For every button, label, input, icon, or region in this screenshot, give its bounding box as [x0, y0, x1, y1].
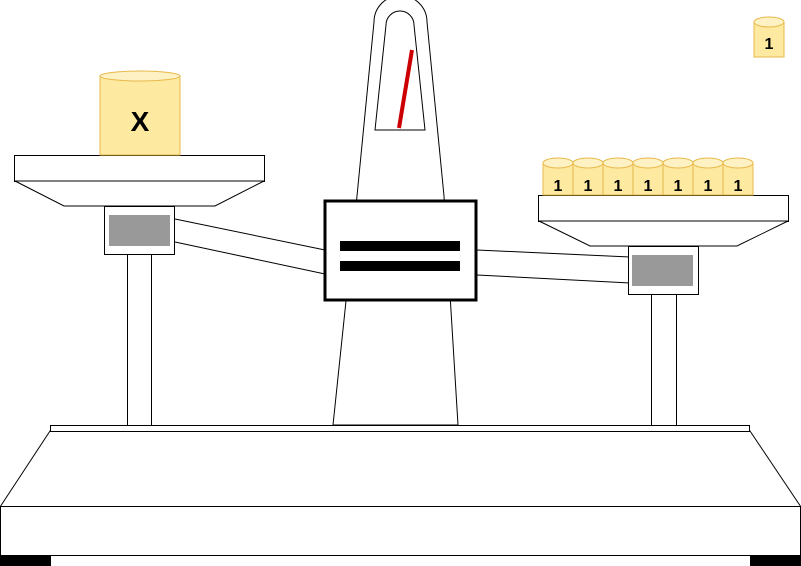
beam-right-upper	[476, 249, 631, 258]
left-pan-slot	[109, 215, 170, 246]
unit-weight-top	[602, 157, 634, 169]
unit-weights-group: 1 1 1 1 1 1 1	[542, 157, 754, 196]
beam-left-lower	[174, 241, 326, 275]
left-post	[127, 254, 152, 426]
unit-weight[interactable]: 1	[722, 157, 754, 196]
left-pan-assembly	[14, 155, 265, 255]
unit-weight-top	[722, 157, 754, 169]
unit-weight[interactable]: 1	[542, 157, 574, 196]
unit-weight-label: 1	[734, 178, 743, 195]
base-top-strip	[50, 425, 750, 432]
beam-right-lower	[476, 274, 631, 284]
base-body	[0, 506, 801, 556]
unknown-weight-x[interactable]: X	[99, 70, 181, 156]
unit-weight-label: 1	[554, 178, 563, 195]
unit-weight-top	[662, 157, 694, 169]
unit-weight-top	[542, 157, 574, 169]
unit-weight-label: 1	[704, 178, 713, 195]
unit-weight[interactable]: 1	[692, 157, 724, 196]
spare-weight-top	[753, 16, 785, 28]
unknown-weight-label: X	[131, 106, 150, 137]
unit-weight-top	[692, 157, 724, 169]
unit-weight-label: 1	[614, 178, 623, 195]
spare-weight-label: 1	[765, 36, 774, 53]
unit-weight[interactable]: 1	[572, 157, 604, 196]
left-pan-tray	[14, 155, 265, 182]
right-pan-slot	[632, 255, 693, 286]
unit-weight[interactable]: 1	[662, 157, 694, 196]
equals-sign-bottom-bar	[340, 261, 460, 271]
gauge-needle	[397, 49, 414, 129]
beam-left-upper	[174, 218, 326, 251]
unit-weight-top	[572, 157, 604, 169]
unknown-weight-top	[99, 70, 181, 82]
unit-weight[interactable]: 1	[632, 157, 664, 196]
unit-weight-label: 1	[584, 178, 593, 195]
base-foot-left	[0, 555, 51, 566]
base-foot-right	[750, 555, 801, 566]
balance-beam	[174, 218, 631, 284]
unknown-weight-body	[99, 75, 181, 156]
right-pan-assembly	[538, 195, 789, 295]
right-pan-bowl	[538, 220, 789, 247]
scale-base	[0, 425, 801, 566]
unit-weight-top	[632, 157, 664, 169]
left-pan-bowl	[14, 180, 265, 207]
unit-weight-label: 1	[674, 178, 683, 195]
gauge-window	[374, 10, 426, 131]
unit-weight-label: 1	[644, 178, 653, 195]
balance-indicator	[323, 199, 478, 302]
unit-weight[interactable]: 1	[602, 157, 634, 196]
equals-sign-top-bar	[340, 241, 460, 251]
right-post	[651, 294, 677, 426]
spare-unit-weight[interactable]: 1	[753, 16, 785, 58]
right-pan-tray	[538, 195, 789, 222]
base-top-trapezoid	[0, 430, 801, 508]
